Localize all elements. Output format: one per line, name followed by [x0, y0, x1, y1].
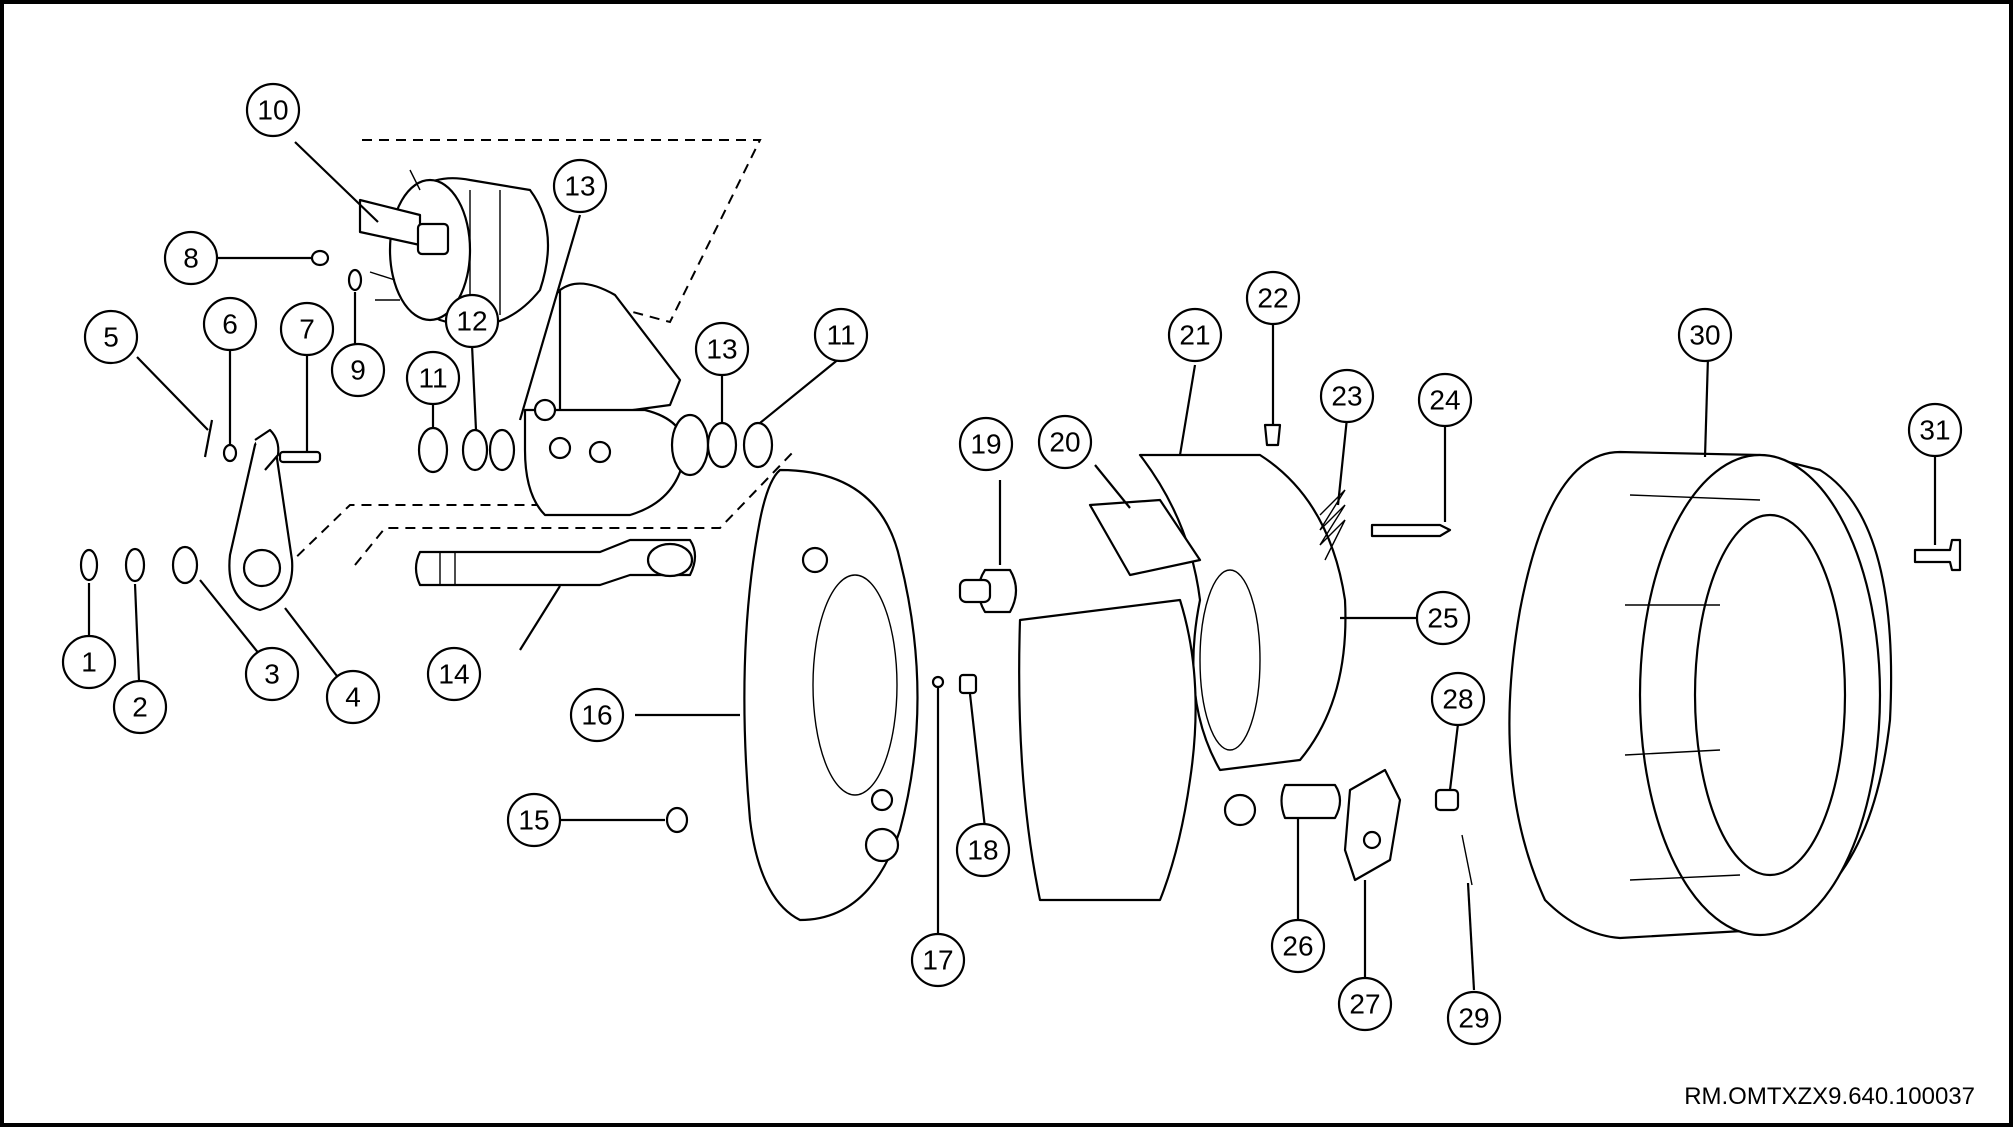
- callout-2: 2: [112, 679, 168, 735]
- reference-code: RM.OMTXZX9.640.100037: [1684, 1083, 1975, 1110]
- part-brake-shoes: [1018, 453, 1347, 902]
- svg-text:28: 28: [1442, 684, 1473, 715]
- callouts: 1 2 3 4 5 6 7 8 9 10 11 11 12 13 13 14 1…: [61, 82, 1963, 1046]
- svg-text:17: 17: [922, 945, 953, 976]
- callout-30: 30: [1677, 307, 1733, 363]
- svg-text:11: 11: [418, 363, 447, 394]
- part-bolt-31: [1913, 538, 1962, 572]
- svg-text:13: 13: [706, 334, 737, 365]
- part-camshaft: [414, 538, 697, 587]
- callout-27: 27: [1337, 976, 1393, 1032]
- svg-text:31: 31: [1919, 415, 1950, 446]
- callout-18: 18: [955, 822, 1011, 878]
- svg-text:4: 4: [345, 682, 361, 713]
- svg-text:23: 23: [1331, 381, 1362, 412]
- part-slack-adjuster: [203, 419, 322, 612]
- part-small-parts-17-18: [931, 673, 978, 695]
- callout-26: 26: [1270, 918, 1326, 974]
- callout-5: 5: [83, 309, 139, 365]
- svg-text:15: 15: [518, 805, 549, 836]
- callout-28: 28: [1430, 671, 1486, 727]
- part-brake-chamber: [358, 169, 550, 327]
- svg-text:19: 19: [970, 429, 1001, 460]
- callout-25: 25: [1415, 590, 1471, 646]
- svg-text:8: 8: [183, 243, 199, 274]
- callout-17: 17: [910, 932, 966, 988]
- callout-10: 10: [245, 82, 301, 138]
- svg-text:27: 27: [1349, 989, 1380, 1020]
- svg-text:16: 16: [581, 700, 612, 731]
- svg-text:29: 29: [1458, 1003, 1489, 1034]
- part-roller: [958, 568, 1018, 614]
- part-spring-23: [1319, 489, 1346, 561]
- part-castle-nut-28: [1434, 788, 1460, 812]
- callout-3: 3: [244, 646, 300, 702]
- svg-text:3: 3: [264, 659, 280, 690]
- callout-16: 16: [569, 687, 625, 743]
- callout-11-right: 11: [813, 307, 869, 363]
- svg-text:12: 12: [456, 306, 487, 337]
- callout-6: 6: [202, 296, 258, 352]
- svg-text:26: 26: [1282, 931, 1313, 962]
- callout-11-left: 11: [405, 350, 461, 406]
- svg-text:14: 14: [438, 659, 469, 690]
- callout-20: 20: [1037, 414, 1093, 470]
- callout-24: 24: [1417, 372, 1473, 428]
- callout-13-upper: 13: [552, 158, 608, 214]
- part-pin-24: [1370, 523, 1452, 538]
- svg-text:30: 30: [1689, 320, 1720, 351]
- part-brake-drum: [1508, 450, 1893, 940]
- callout-7: 7: [279, 301, 335, 357]
- svg-text:20: 20: [1049, 427, 1080, 458]
- part-nut-15: [665, 806, 689, 834]
- part-cotter-pin-29: [1461, 834, 1473, 886]
- callout-8: 8: [163, 230, 219, 286]
- svg-text:22: 22: [1257, 283, 1288, 314]
- part-pin-26: [1280, 783, 1342, 820]
- part-rivet-22: [1263, 423, 1282, 447]
- part-plate-27: [1343, 768, 1402, 882]
- callout-12: 12: [444, 293, 500, 349]
- part-dust-shield: [743, 468, 919, 922]
- part-bracket: [523, 282, 710, 517]
- alignment-guides: [284, 139, 796, 569]
- part-washers: [79, 249, 363, 585]
- svg-text:6: 6: [222, 309, 238, 340]
- callout-15: 15: [506, 792, 562, 848]
- svg-text:13: 13: [564, 171, 595, 202]
- callout-19: 19: [958, 416, 1014, 472]
- callout-13-right: 13: [694, 321, 750, 377]
- callout-31: 31: [1907, 402, 1963, 458]
- callout-14: 14: [426, 646, 482, 702]
- callout-9: 9: [330, 342, 386, 398]
- svg-text:1: 1: [81, 647, 97, 678]
- leader-lines: [87, 141, 1937, 991]
- svg-text:24: 24: [1429, 385, 1460, 416]
- callout-29: 29: [1446, 990, 1502, 1046]
- callout-23: 23: [1319, 368, 1375, 424]
- callout-4: 4: [325, 669, 381, 725]
- svg-text:5: 5: [103, 322, 119, 353]
- svg-text:2: 2: [132, 692, 148, 723]
- svg-text:25: 25: [1427, 603, 1458, 634]
- svg-text:9: 9: [350, 355, 366, 386]
- svg-text:7: 7: [299, 314, 315, 345]
- callout-21: 21: [1167, 307, 1223, 363]
- svg-text:11: 11: [826, 320, 855, 351]
- svg-text:21: 21: [1179, 320, 1210, 351]
- callout-22: 22: [1245, 270, 1301, 326]
- svg-text:10: 10: [257, 95, 288, 126]
- svg-text:18: 18: [967, 835, 998, 866]
- callout-1: 1: [61, 634, 117, 690]
